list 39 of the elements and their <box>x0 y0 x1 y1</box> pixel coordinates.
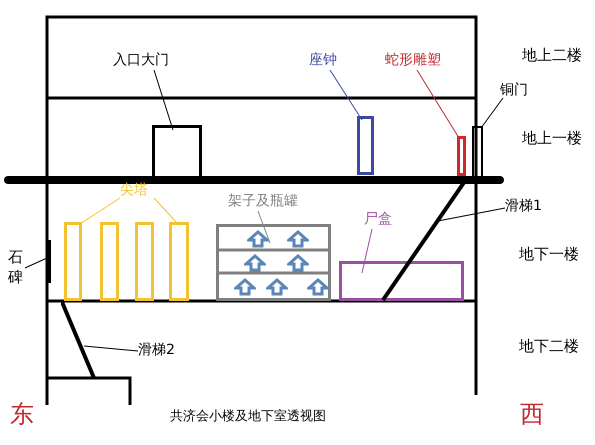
leader-line <box>362 228 372 274</box>
spire-box <box>135 222 154 301</box>
stone-tablet-bar <box>46 240 51 283</box>
floor-label: 地下一楼 <box>519 245 579 264</box>
coffin-label: 尸盒 <box>364 211 398 229</box>
leader-line <box>330 70 362 120</box>
spire-label: 尖塔 <box>120 182 154 200</box>
slide-label: 滑梯1 <box>505 198 549 216</box>
sculpture-label: 蛇形雕塑 <box>385 52 451 70</box>
leader-line <box>80 198 120 224</box>
caption: 共济会小楼及地下室透视图 <box>170 409 326 425</box>
leader-line <box>24 258 48 268</box>
floor-label: 地下二楼 <box>519 337 579 356</box>
copper-door-box <box>472 126 483 178</box>
spire-box <box>169 222 189 301</box>
leader-line <box>258 210 270 244</box>
clock-box <box>357 116 374 175</box>
leader-line <box>438 208 506 222</box>
leader-line <box>416 70 460 138</box>
sculpture-box <box>457 136 466 176</box>
coffin-box <box>339 261 464 301</box>
slide-label: 滑梯2 <box>138 342 184 360</box>
shelf-drawing <box>216 224 331 301</box>
clock-label: 座钟 <box>309 52 343 70</box>
leader-line <box>84 346 138 352</box>
direction-label: 东 <box>10 400 34 428</box>
spire-box <box>100 222 119 301</box>
door-label: 入口大门 <box>113 52 177 70</box>
shelf-label: 架子及瓶罐 <box>228 193 310 211</box>
leader-line <box>154 198 178 224</box>
floor-label: 地上一楼 <box>522 129 582 148</box>
slide-line <box>61 301 96 379</box>
direction-label: 西 <box>520 400 544 428</box>
leader-line <box>154 70 174 130</box>
floor-label: 地上二楼 <box>522 46 582 65</box>
tablet-label: 石碑 <box>8 248 23 292</box>
leader-line <box>480 98 504 128</box>
spire-box <box>64 222 82 301</box>
copper-door-label: 铜门 <box>500 82 534 100</box>
